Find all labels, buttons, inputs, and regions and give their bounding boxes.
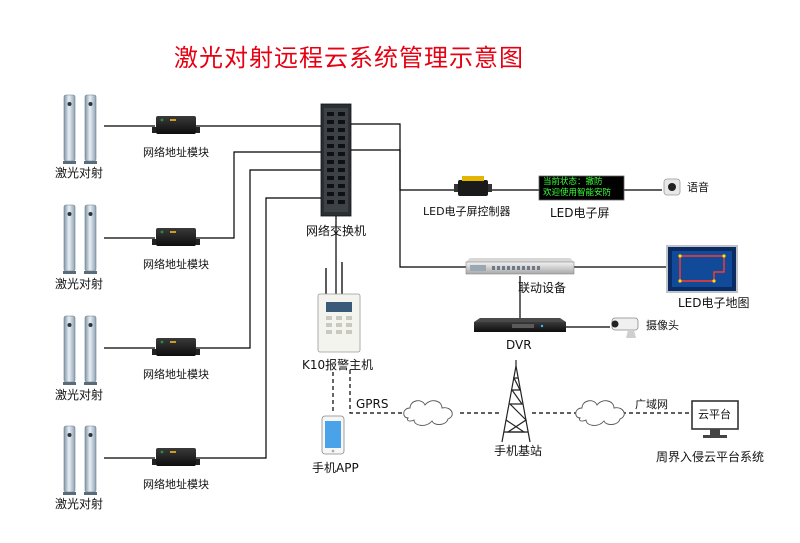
network-module-4 xyxy=(152,448,200,466)
tower-label: 手机基站 xyxy=(494,444,543,458)
phone-icon xyxy=(321,415,345,455)
cell-tower-icon xyxy=(501,360,531,443)
laser-detector-1 xyxy=(63,94,97,164)
speaker-icon xyxy=(663,178,681,196)
alarm-host-label: K10报警主机 xyxy=(302,358,374,372)
laser-label-2: 激光对射 xyxy=(55,277,104,291)
module-label-3: 网络地址模块 xyxy=(143,368,209,381)
led-map-label: LED电子地图 xyxy=(678,296,750,310)
linkage-device xyxy=(465,258,575,275)
laser-label-3: 激光对射 xyxy=(55,388,104,402)
led-map xyxy=(666,245,738,293)
cloud-system-label: 周界入侵云平台系统 xyxy=(656,450,765,464)
camera-label: 摄像头 xyxy=(646,319,679,332)
module-label-4: 网络地址模块 xyxy=(143,478,209,491)
camera-icon xyxy=(611,317,639,338)
led-screen-line1: 当前状态：撤防 xyxy=(543,177,603,187)
led-controller-label: LED电子屏控制器 xyxy=(423,205,511,218)
cloud-screen-label: 云平台 xyxy=(698,408,731,421)
dvr xyxy=(474,318,566,332)
network-module-1 xyxy=(152,116,200,134)
led-screen-label: LED电子屏 xyxy=(550,206,610,220)
app-label: 手机APP xyxy=(312,461,359,475)
module-label-2: 网络地址模块 xyxy=(143,258,209,271)
wireless-links xyxy=(332,370,690,414)
switch-label: 网络交换机 xyxy=(306,224,367,238)
diagram-title: 激光对射远程云系统管理示意图 xyxy=(174,44,524,72)
alarm-host xyxy=(317,262,361,353)
led-screen xyxy=(538,175,625,201)
wan-label: 广域网 xyxy=(635,398,668,411)
module-label-1: 网络地址模块 xyxy=(143,146,209,159)
network-module-3 xyxy=(152,338,200,356)
cloud-icon-1 xyxy=(403,400,453,426)
voice-label: 语音 xyxy=(687,181,709,194)
cloud-platform-monitor xyxy=(691,400,739,438)
laser-label-4: 激光对射 xyxy=(55,497,104,511)
gprs-label: GPRS xyxy=(356,397,389,411)
led-controller xyxy=(454,176,492,196)
dvr-label: DVR xyxy=(506,338,532,352)
cloud-icon-2 xyxy=(575,400,625,426)
connection-lines xyxy=(104,123,666,459)
linkage-label: 联动设备 xyxy=(518,281,567,295)
laser-detector-4 xyxy=(63,425,97,495)
led-screen-line2: 欢迎使用智能安防 xyxy=(543,188,612,198)
laser-label-1: 激光对射 xyxy=(55,166,104,180)
network-module-2 xyxy=(152,228,200,246)
laser-detector-3 xyxy=(63,315,97,385)
laser-detector-2 xyxy=(63,204,97,274)
network-switch xyxy=(320,103,352,217)
